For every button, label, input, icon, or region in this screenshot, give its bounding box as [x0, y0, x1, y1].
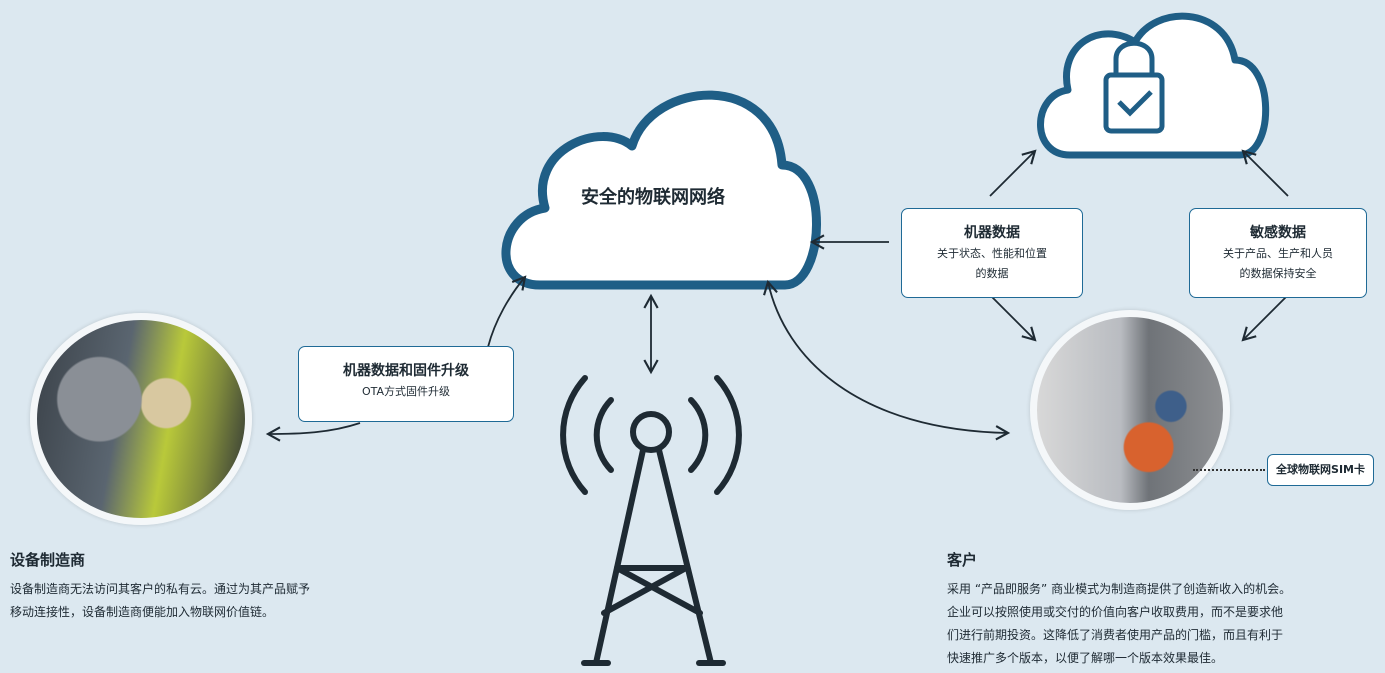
machine-data-title: 机器数据	[964, 225, 1020, 241]
secure-cloud-lock-icon	[1037, 12, 1270, 159]
machine-fw-title: 机器数据和固件升级	[343, 363, 469, 379]
cloud-icon	[501, 90, 821, 290]
sensitive-data-line2: 的数据保持安全	[1239, 267, 1317, 280]
arrow-box-to-manufacturer	[265, 422, 361, 442]
customer-line2: 企业可以按照使用或交付的价值向客户收取费用，而不是要求他	[947, 605, 1284, 619]
arrow-cloud-customer	[763, 279, 1011, 441]
radio-tower-icon	[560, 375, 742, 666]
customer-description: 采用 “产品即服务” 商业模式为制造商提供了创造新收入的机会。 企业可以按照使用…	[947, 578, 1377, 670]
machine-fw-subtitle: OTA方式固件升级	[361, 385, 451, 398]
machine-data-line1: 关于状态、性能和位置	[937, 247, 1047, 260]
sim-leader-line	[1193, 469, 1265, 471]
manufacturer-line2: 移动连接性，设备制造商便能加入物联网价值链。	[10, 605, 275, 619]
arrow-box-to-cloud	[487, 275, 527, 348]
sensitive-data-line1: 关于产品、生产和人员	[1223, 247, 1333, 260]
customer-line4: 快速推广多个版本，以便了解哪一个版本效果最佳。	[947, 651, 1224, 665]
sensitive-data-box: 敏感数据 关于产品、生产和人员 的数据保持安全	[1189, 208, 1367, 298]
manufacturer-line1: 设备制造商无法访问其客户的私有云。通过为其产品赋予	[10, 582, 311, 596]
machine-data-box: 机器数据 关于状态、性能和位置 的数据	[901, 208, 1083, 298]
customer-line1: 采用 “产品即服务” 商业模式为制造商提供了创造新收入的机会。	[947, 582, 1292, 596]
sim-card-label: 全球物联网SIM卡	[1267, 454, 1374, 486]
manufacturer-photo	[30, 313, 252, 525]
arrow-machine-to-customer	[989, 294, 1037, 342]
machine-data-firmware-box: 机器数据和固件升级 OTA方式固件升级	[298, 346, 514, 422]
customer-forklift-photo	[1030, 310, 1230, 510]
machine-data-line2: 的数据	[975, 267, 1009, 280]
sensitive-data-title: 敏感数据	[1250, 225, 1306, 241]
network-cloud-label: 安全的物联网网络	[581, 187, 725, 208]
arrow-machine-to-secure	[989, 149, 1037, 197]
customer-line3: 们进行前期投资。这降低了消费者使用产品的门槛，而且有利于	[947, 628, 1284, 642]
arrow-sensitive-to-customer	[1241, 294, 1289, 342]
customer-title: 客户	[947, 551, 978, 569]
arrow-sensitive-to-secure	[1241, 149, 1289, 197]
manufacturer-description: 设备制造商无法访问其客户的私有云。通过为其产品赋予 移动连接性，设备制造商便能加…	[10, 578, 410, 624]
manufacturer-title: 设备制造商	[10, 551, 86, 569]
